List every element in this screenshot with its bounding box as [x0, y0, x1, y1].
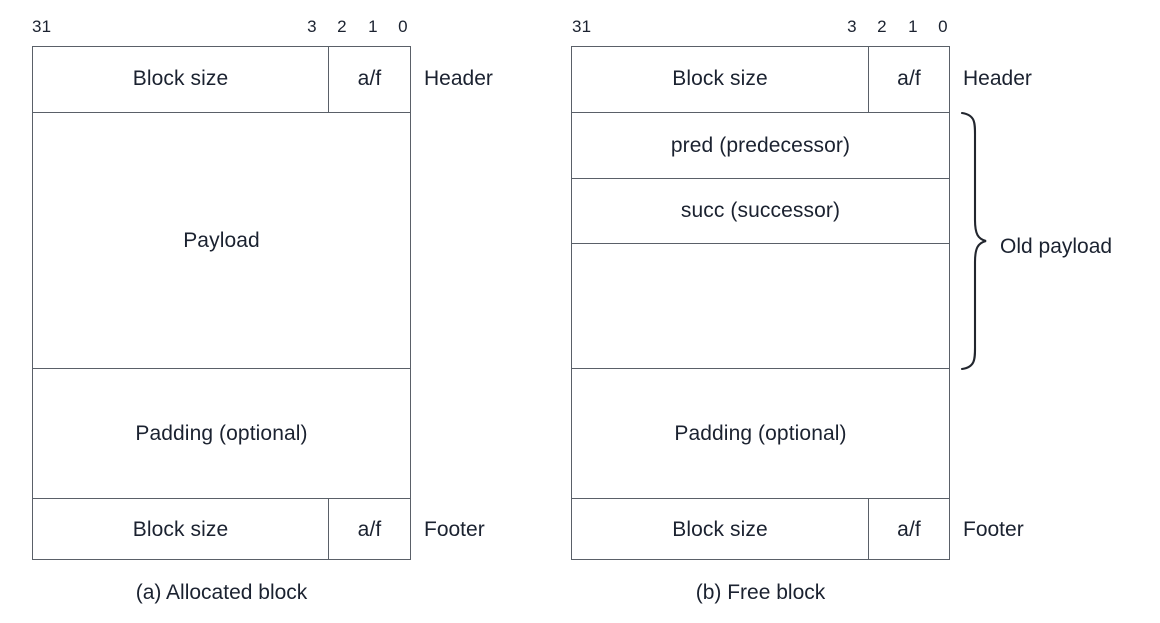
separator-padding-footer-allocated	[32, 498, 411, 499]
bit-ruler-free: 31 3 2 1 0	[572, 16, 952, 38]
free-block-frame	[571, 46, 950, 560]
allocated-footer-blocksize: Block size	[132, 517, 229, 541]
allocated-header-side-label: Header	[424, 67, 493, 90]
free-pred-label: pred (predecessor)	[670, 133, 851, 157]
bit-label-1-free: 1	[908, 17, 918, 36]
allocated-header-blocksize: Block size	[132, 67, 229, 90]
allocated-padding-label: Padding (optional)	[135, 421, 308, 445]
free-header-af: a/f	[897, 67, 921, 90]
allocated-footer-side-label: Footer	[424, 517, 485, 541]
bit-label-31: 31	[32, 17, 52, 36]
divider-footer-af-free	[868, 498, 869, 560]
free-header-side-label: Header	[963, 67, 1032, 90]
free-footer-blocksize: Block size	[672, 517, 768, 541]
free-footer-side-label: Footer	[963, 517, 1024, 541]
bit-label-2-free: 2	[877, 17, 887, 36]
free-header-blocksize: Block size	[672, 67, 768, 90]
bit-label-3-free: 3	[847, 17, 857, 36]
bit-label-31-free: 31	[572, 17, 592, 36]
free-remainder-cell	[572, 244, 949, 368]
bit-label-3: 3	[307, 17, 317, 36]
bit-ruler-allocated: 31 3 2 1 0	[32, 16, 412, 38]
allocated-payload-label: Payload	[183, 228, 260, 252]
separator-pred-succ-free	[571, 178, 950, 179]
separator-remainder-padding-free	[571, 368, 950, 369]
separator-header-pred-free	[571, 112, 950, 113]
separator-succ-remainder-free	[571, 243, 950, 244]
divider-header-af-allocated	[328, 46, 329, 112]
free-succ-label: succ (successor)	[680, 199, 841, 222]
old-payload-brace	[952, 110, 992, 372]
allocated-caption: (a) Allocated block	[135, 581, 308, 604]
separator-header-payload-allocated	[32, 112, 411, 113]
free-padding-label: Padding (optional)	[674, 421, 847, 445]
divider-header-af-free	[868, 46, 869, 112]
free-caption: (b) Free block	[695, 581, 826, 604]
bit-label-1: 1	[368, 17, 378, 36]
allocated-footer-af: a/f	[357, 517, 382, 541]
bit-label-2: 2	[337, 17, 347, 36]
free-footer-af: a/f	[897, 517, 921, 541]
separator-padding-footer-free	[571, 498, 950, 499]
bit-label-0-free: 0	[938, 17, 948, 36]
separator-payload-padding-allocated	[32, 368, 411, 369]
old-payload-label: Old payload	[1000, 235, 1113, 258]
divider-footer-af-allocated	[328, 498, 329, 560]
allocated-block-frame	[32, 46, 411, 560]
bit-label-0: 0	[398, 17, 408, 36]
allocated-header-af: a/f	[357, 67, 382, 90]
